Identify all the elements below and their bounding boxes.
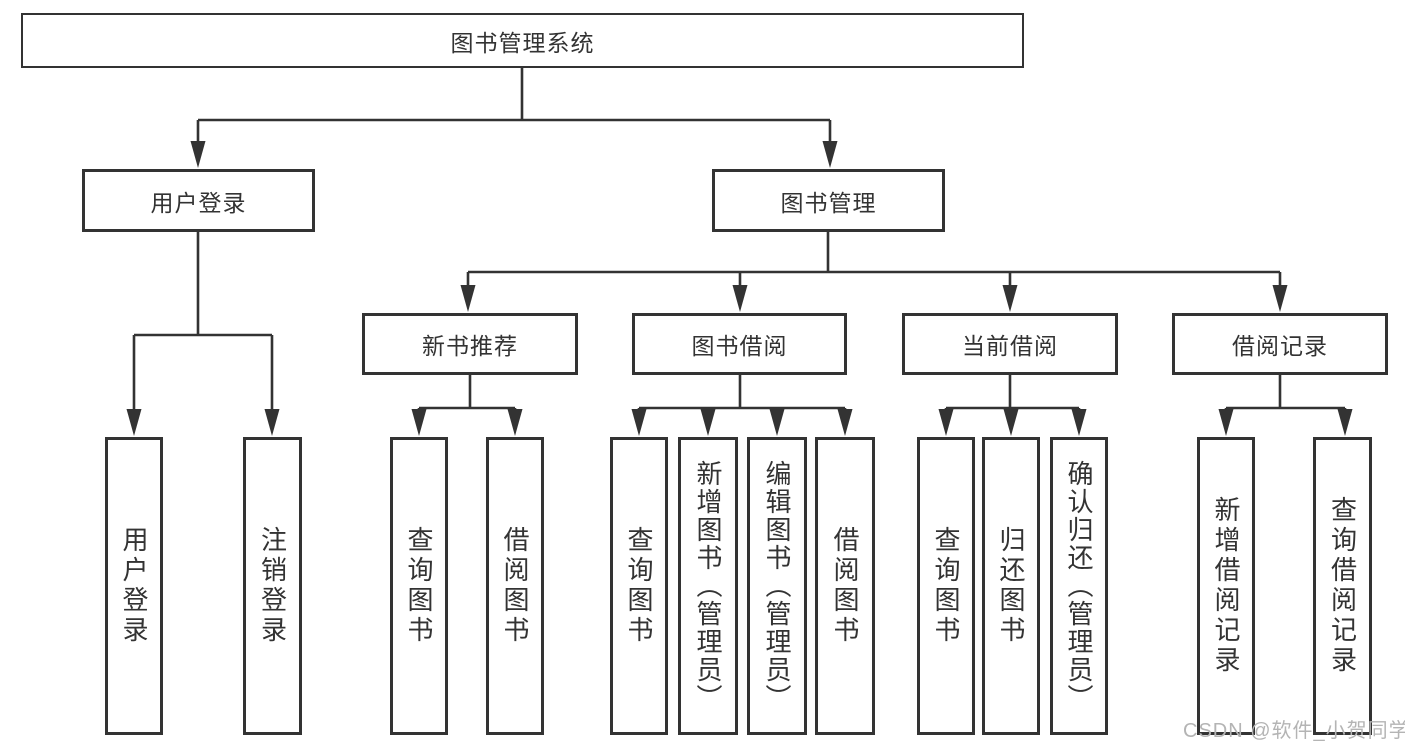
leaf-bb-edit: 编辑图书（管理员）	[747, 437, 807, 735]
node-book-mgmt: 图书管理	[712, 169, 945, 232]
node-borrow-records: 借阅记录	[1172, 313, 1388, 375]
leaf-br-add-label: 新增借阅记录	[1211, 496, 1241, 676]
arrowheads	[126, 141, 1353, 436]
leaf-cb-query: 查询图书	[917, 437, 975, 735]
leaf-nb-query: 查询图书	[390, 437, 448, 735]
leaf-br-add: 新增借阅记录	[1197, 437, 1255, 735]
leaf-br-query-label: 查询借阅记录	[1327, 496, 1358, 676]
leaf-cb-return: 归还图书	[982, 437, 1040, 735]
node-system-label: 图书管理系统	[450, 29, 595, 56]
leaf-logout-label: 注销登录	[257, 526, 288, 646]
node-book-borrow-label: 图书借阅	[691, 333, 788, 359]
leaf-bb-query-label: 查询图书	[624, 526, 654, 646]
leaf-nb-query-label: 查询图书	[404, 526, 434, 646]
leaf-bb-edit-label: 编辑图书（管理员）	[762, 460, 792, 712]
leaf-logout: 注销登录	[243, 437, 302, 735]
leaf-cb-confirm: 确认归还（管理员）	[1050, 437, 1108, 735]
leaf-bb-query: 查询图书	[610, 437, 668, 735]
leaf-user-login-label: 用户登录	[119, 526, 149, 646]
node-user-login: 用户登录	[82, 169, 315, 232]
leaf-cb-query-label: 查询图书	[931, 526, 961, 646]
node-user-login-label: 用户登录	[150, 189, 247, 216]
node-borrow-records-label: 借阅记录	[1232, 333, 1328, 359]
leaf-user-login: 用户登录	[105, 437, 163, 735]
leaf-nb-borrow-label: 借阅图书	[500, 526, 530, 646]
connector-stems	[132, 68, 1347, 411]
node-book-mgmt-label: 图书管理	[780, 189, 877, 216]
node-new-books: 新书推荐	[362, 313, 578, 375]
leaf-br-query: 查询借阅记录	[1313, 437, 1372, 735]
node-book-borrow: 图书借阅	[632, 313, 847, 375]
leaf-bb-add: 新增图书（管理员）	[678, 437, 738, 735]
node-new-books-label: 新书推荐	[422, 333, 518, 359]
leaf-bb-borrow-label: 借阅图书	[830, 526, 860, 646]
leaf-cb-return-label: 归还图书	[996, 526, 1026, 646]
leaf-bb-borrow: 借阅图书	[815, 437, 875, 735]
leaf-cb-confirm-label: 确认归还（管理员）	[1064, 460, 1094, 712]
leaf-bb-add-label: 新增图书（管理员）	[693, 460, 723, 712]
leaf-nb-borrow: 借阅图书	[486, 437, 544, 735]
node-current-borrow: 当前借阅	[902, 313, 1118, 375]
watermark: CSDN @软件_小贺同学	[1183, 720, 1405, 742]
node-current-borrow-label: 当前借阅	[962, 333, 1058, 359]
node-system: 图书管理系统	[21, 13, 1024, 68]
